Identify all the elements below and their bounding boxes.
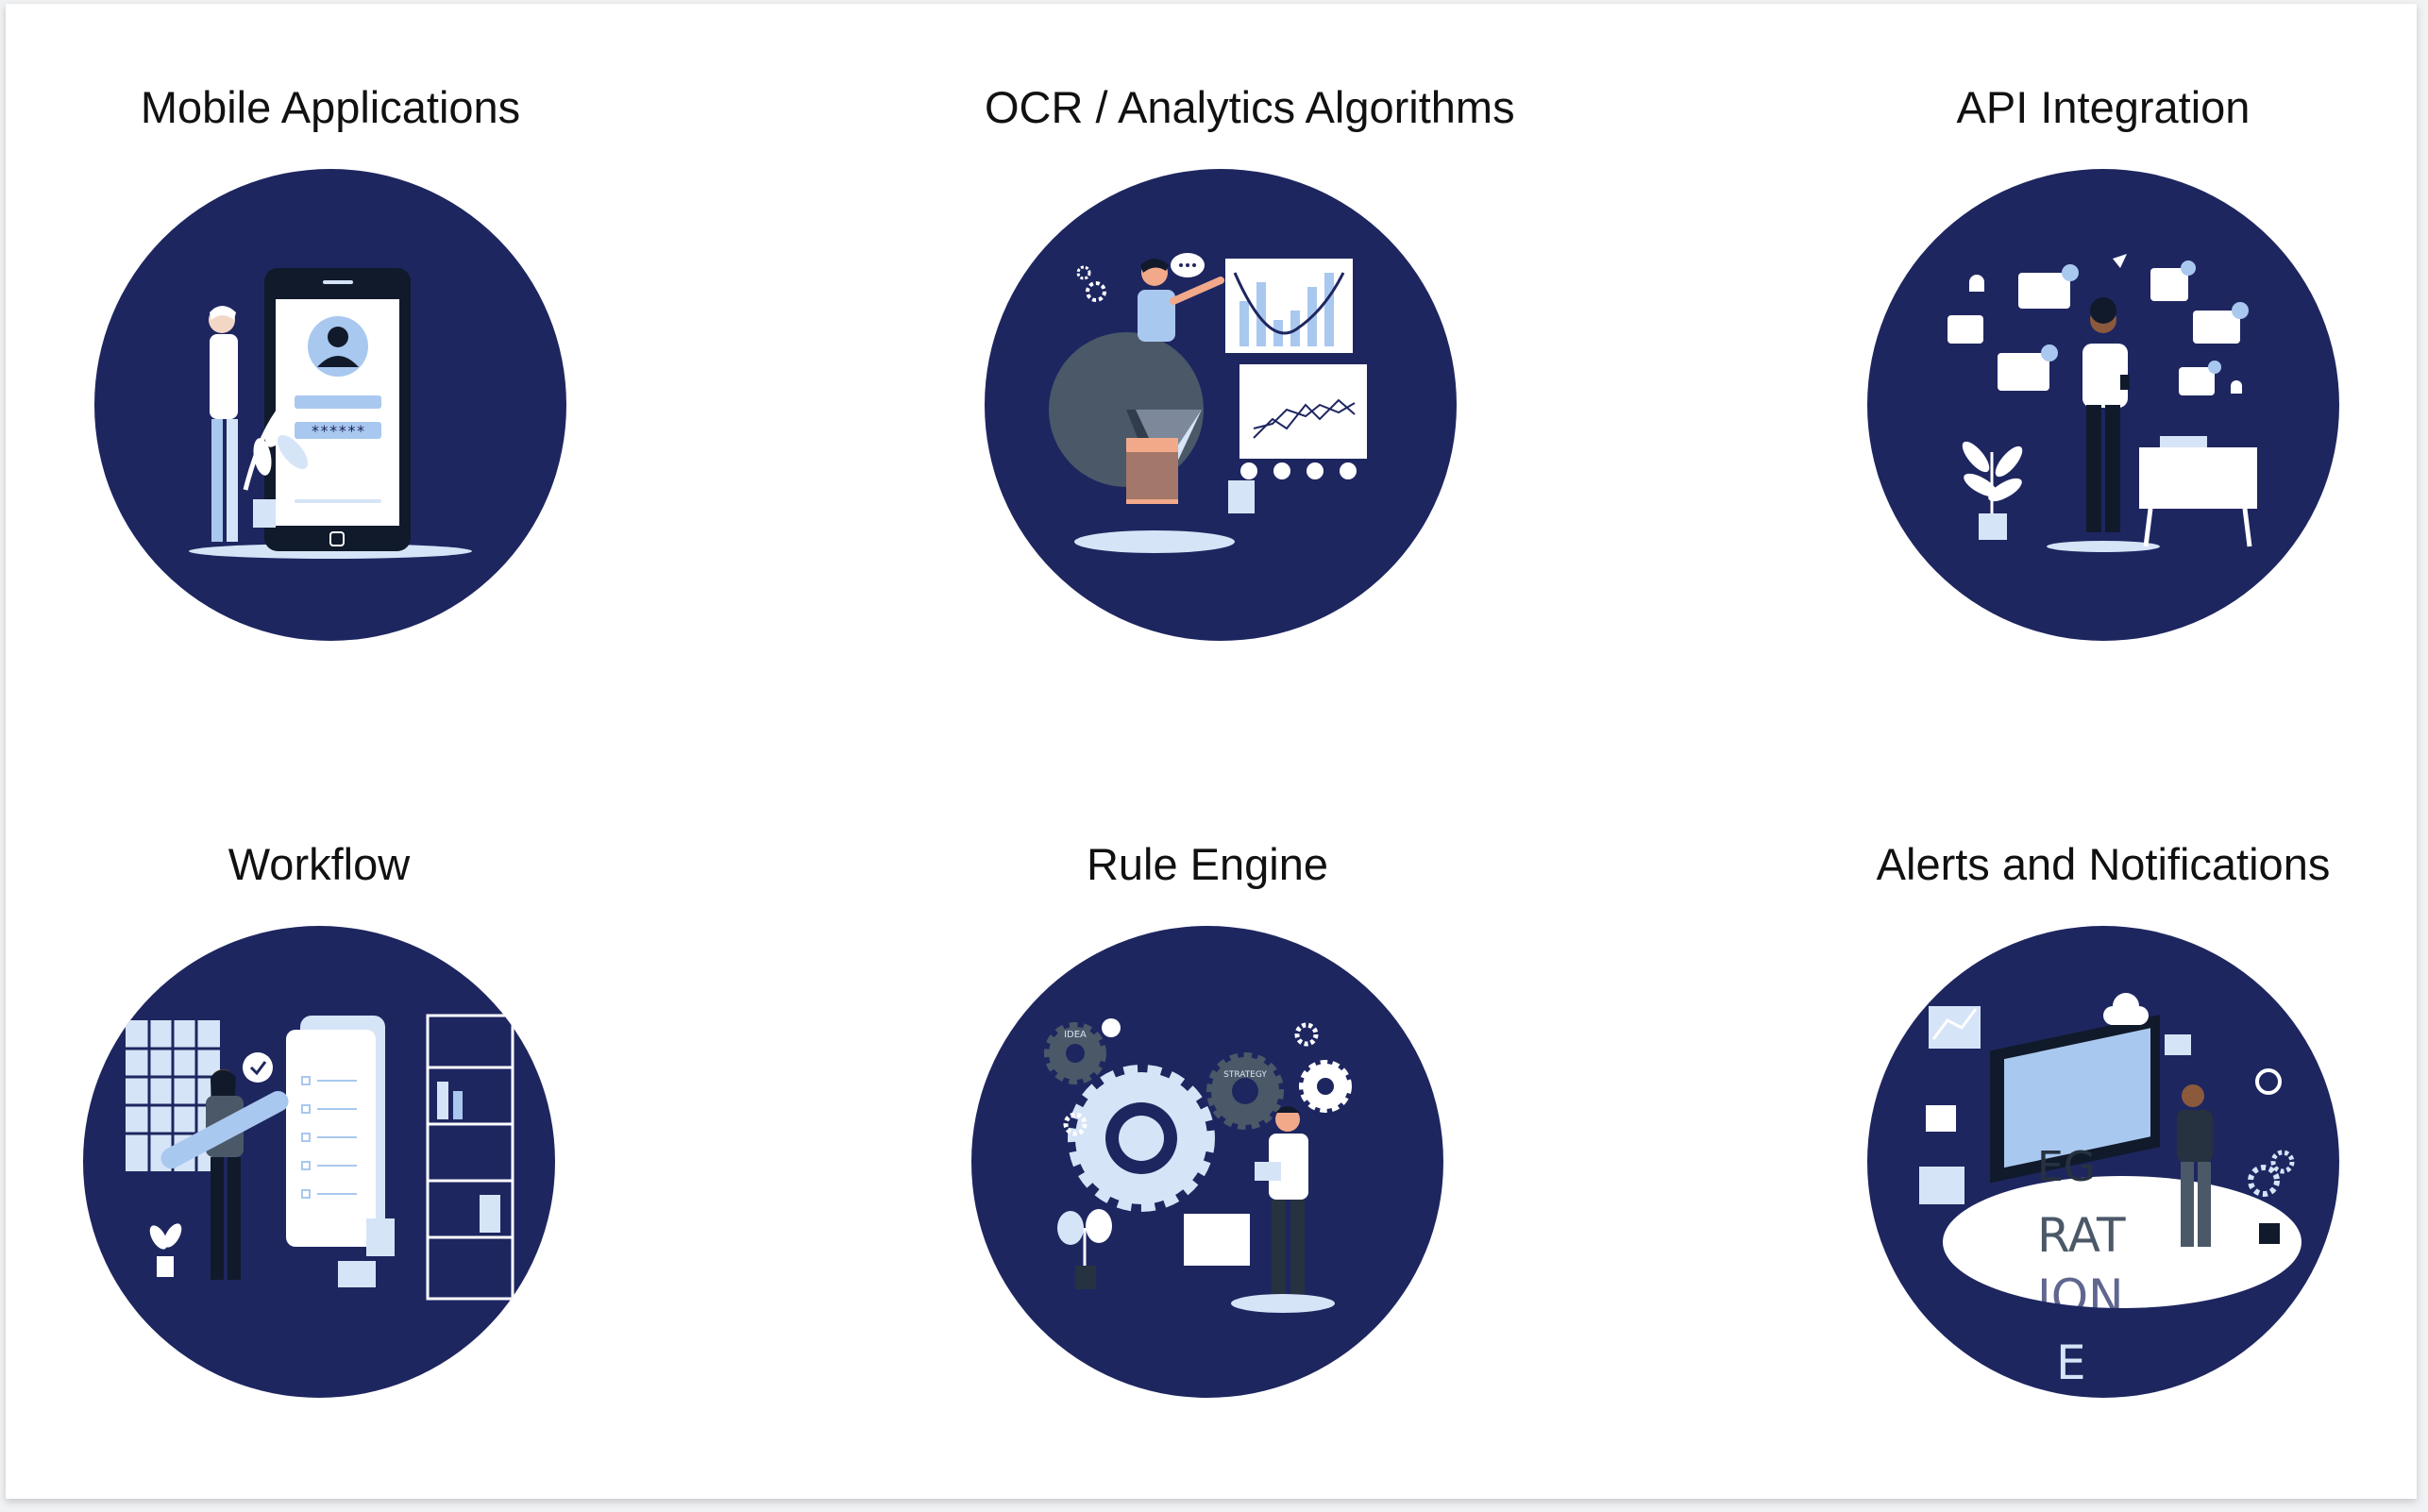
feature-api-integration: API Integration bbox=[1867, 79, 2339, 664]
integration-letters-4: E bbox=[2056, 1336, 2086, 1390]
feature-mobile-applications: Mobile Applications ****** bbox=[94, 79, 566, 664]
analytics-icon bbox=[985, 169, 1457, 641]
strategy-label: STRATEGY bbox=[1223, 1070, 1267, 1080]
password-mask: ****** bbox=[311, 422, 365, 440]
feature-title: Mobile Applications bbox=[140, 82, 521, 132]
integration-letters-3: ION bbox=[2037, 1269, 2124, 1324]
feature-title: OCR / Analytics Algorithms bbox=[985, 82, 1515, 132]
mobile-app-icon: ****** bbox=[94, 169, 566, 641]
feature-title: Workflow bbox=[228, 839, 411, 889]
feature-title: API Integration bbox=[1956, 82, 2251, 132]
feature-workflow: Workflow bbox=[83, 836, 555, 1421]
feature-title: Alerts and Notifications bbox=[1876, 839, 2331, 889]
features-panel: Mobile Applications ****** bbox=[6, 4, 2417, 1499]
workflow-icon bbox=[83, 926, 555, 1398]
api-integration-icon bbox=[1867, 169, 2339, 641]
feature-ocr-analytics: OCR / Analytics Algorithms bbox=[985, 79, 1515, 664]
alerts-notifications-icon: EG RAT ION E bbox=[1867, 926, 2339, 1398]
rule-engine-icon: IDEA STRATEGY bbox=[971, 926, 1443, 1398]
feature-title: Rule Engine bbox=[1086, 839, 1329, 889]
feature-alerts-notifications: Alerts and Notifications EG RAT ION E bbox=[1867, 836, 2339, 1421]
feature-rule-engine: Rule Engine IDEA STRATEGY bbox=[971, 836, 1443, 1421]
integration-letters-2: RAT bbox=[2037, 1208, 2126, 1263]
idea-label: IDEA bbox=[1064, 1030, 1087, 1040]
integration-letters-1: EG bbox=[2037, 1143, 2096, 1191]
